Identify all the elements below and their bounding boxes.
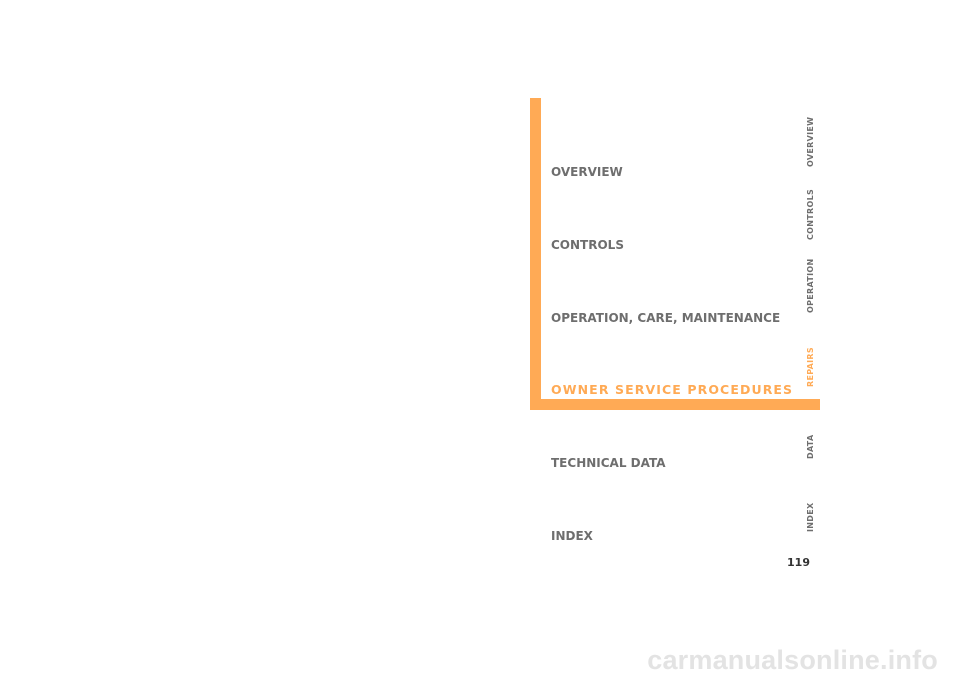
section-operation-care-maintenance[interactable]: OPERATION, CARE, MAINTENANCE xyxy=(551,311,781,325)
side-tab-label: CONTROLS xyxy=(806,188,815,240)
section-owner-service-procedures[interactable]: OWNER SERVICE PROCEDURES xyxy=(551,382,794,397)
watermark: carmanualsonline.info xyxy=(647,645,938,675)
section-index[interactable]: INDEX xyxy=(551,529,593,543)
side-tab-label: REPAIRS xyxy=(806,347,815,387)
section-overview[interactable]: OVERVIEW xyxy=(551,165,623,179)
side-tab-label: OPERATION xyxy=(806,258,815,314)
side-tab-label: OVERVIEW xyxy=(806,116,815,167)
section-controls[interactable]: CONTROLS xyxy=(551,238,624,252)
section-bracket-horizontal xyxy=(530,399,820,410)
page-number: 119 xyxy=(787,556,810,569)
side-tab-label: INDEX xyxy=(806,502,815,532)
side-tab-label: DATA xyxy=(806,434,815,459)
section-technical-data[interactable]: TECHNICAL DATA xyxy=(551,456,666,470)
section-bracket-vertical xyxy=(530,98,541,410)
